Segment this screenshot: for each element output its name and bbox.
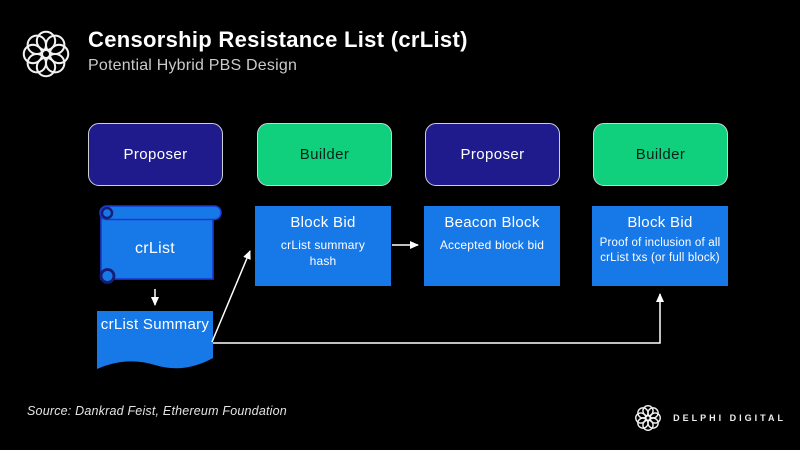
node-block-bid-2: Block Bid Proof of inclusion of all crLi… (592, 206, 728, 286)
brand-wordmark: DELPHI DIGITAL (673, 413, 786, 423)
lane-header-builder-2: Builder (593, 123, 728, 186)
node-block-bid-1-body: crList summary hash (280, 238, 366, 268)
node-crlist-label: crList (134, 240, 176, 257)
node-block-bid-1: Block Bid crList summary hash (255, 206, 391, 286)
node-crlist: crList (96, 203, 224, 289)
node-beacon-block-body: Accepted block bid (439, 238, 545, 252)
node-block-bid-1-title: Block Bid (290, 214, 356, 231)
arrow-summary-to-block-bid-2 (213, 293, 664, 344)
node-crlist-summary: crList Summary (97, 311, 213, 375)
node-block-bid-2-body: Proof of inclusion of all crList txs (or… (599, 237, 721, 264)
lane-header-proposer-2: Proposer (425, 123, 560, 186)
lane-header-proposer-1: Proposer (88, 123, 223, 186)
delphi-knot-icon (22, 30, 70, 78)
delphi-knot-small-icon (635, 405, 662, 431)
brand-lockup: DELPHI DIGITAL (632, 402, 786, 434)
scroll-shape-icon (99, 205, 222, 284)
node-beacon-block: Beacon Block Accepted block bid (424, 206, 560, 286)
node-crlist-summary-label: crList Summary (100, 316, 210, 333)
node-beacon-block-title: Beacon Block (444, 214, 540, 231)
page-title: Censorship Resistance List (crList) (88, 27, 468, 52)
lane-header-builder-1: Builder (257, 123, 392, 186)
document-shape-icon (97, 311, 213, 369)
node-block-bid-2-title: Block Bid (627, 214, 693, 231)
source-credit: Source: Dankrad Feist, Ethereum Foundati… (27, 404, 287, 418)
page-subtitle: Potential Hybrid PBS Design (88, 57, 298, 74)
